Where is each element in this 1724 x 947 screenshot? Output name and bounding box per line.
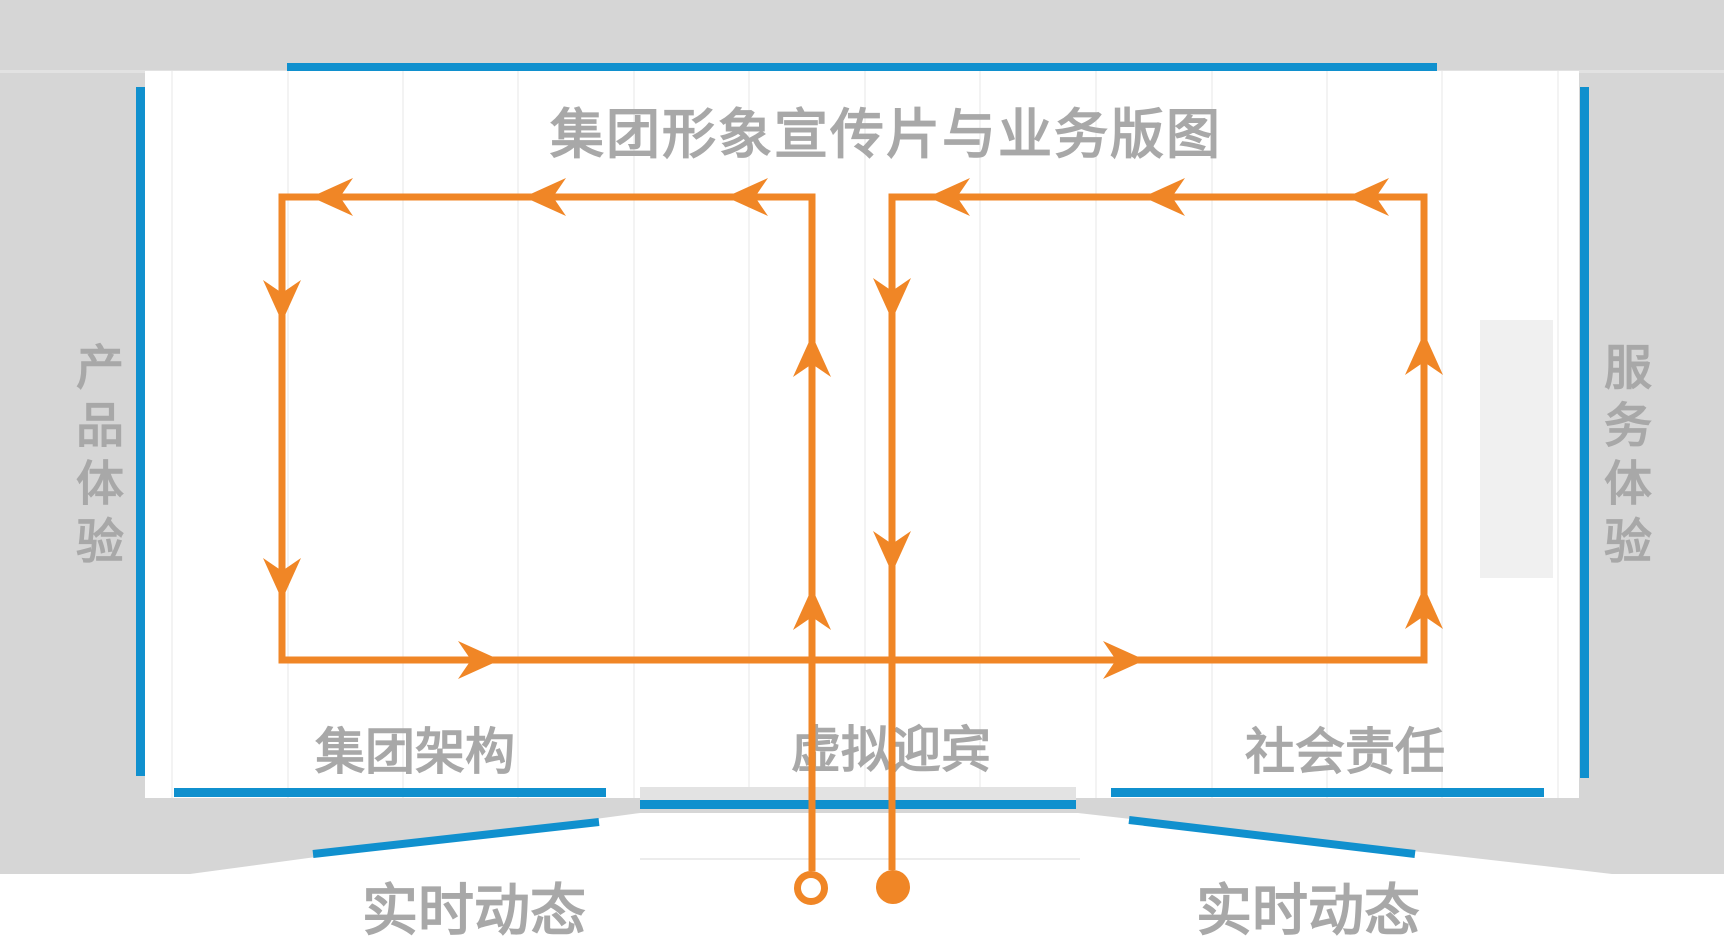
railing-left bbox=[312, 818, 600, 858]
zone-label-group-structure: 集团架构 bbox=[315, 724, 515, 780]
arrow-down-icon bbox=[263, 280, 301, 322]
blue-railings bbox=[312, 816, 1416, 858]
wall-top bbox=[287, 63, 1437, 71]
zone-label-social-duty: 社会责任 bbox=[1245, 724, 1445, 780]
railing-right bbox=[1128, 816, 1416, 858]
zone-label-service-experience: 服务体验 bbox=[1596, 342, 1649, 574]
wall-bottom-center bbox=[640, 800, 1076, 809]
center-doorway-step bbox=[640, 787, 1076, 800]
route-path-group bbox=[278, 193, 1428, 905]
arrow-right-icon bbox=[458, 641, 500, 679]
arrow-up-icon bbox=[793, 335, 831, 377]
arrow-right-icon bbox=[1103, 641, 1145, 679]
floor-grid-lines bbox=[171, 71, 1559, 798]
arrow-down-icon bbox=[263, 558, 301, 600]
exhibit-stand bbox=[1480, 320, 1553, 578]
arrow-left-icon bbox=[928, 178, 970, 216]
outer-label-realtime-right: 实时动态 bbox=[1196, 879, 1420, 942]
arrow-up-icon bbox=[1405, 587, 1443, 629]
hall-floor bbox=[145, 71, 1579, 798]
top-band-divider bbox=[0, 70, 1724, 73]
zone-label-product-experience: 产品体验 bbox=[68, 342, 121, 574]
zone-label-virtual-welcome: 虚拟迎宾 bbox=[791, 722, 991, 778]
arrow-left-icon bbox=[524, 178, 566, 216]
route-arrowheads bbox=[263, 178, 1443, 904]
hall-title: 集团形象宣传片与业务版图 bbox=[550, 105, 1222, 165]
arrow-left-icon bbox=[1143, 178, 1185, 216]
arrow-left-icon bbox=[311, 178, 353, 216]
outer-label-realtime-left: 实时动态 bbox=[362, 879, 586, 942]
wall-right bbox=[1580, 87, 1589, 778]
arrow-down-icon bbox=[873, 278, 911, 320]
wall-left bbox=[136, 87, 145, 776]
arrow-up-icon bbox=[793, 588, 831, 630]
wall-bottom-right bbox=[1111, 788, 1544, 797]
arrow-left-icon bbox=[726, 178, 768, 216]
blue-walls bbox=[136, 63, 1589, 809]
wall-bottom-left bbox=[174, 788, 606, 797]
arrow-up-icon bbox=[1405, 333, 1443, 375]
route-start-marker-open-circle-icon bbox=[794, 871, 828, 905]
arrow-left-icon bbox=[1347, 178, 1389, 216]
arrow-down-icon bbox=[873, 531, 911, 573]
route-end-marker-filled-circle-icon bbox=[876, 870, 910, 904]
